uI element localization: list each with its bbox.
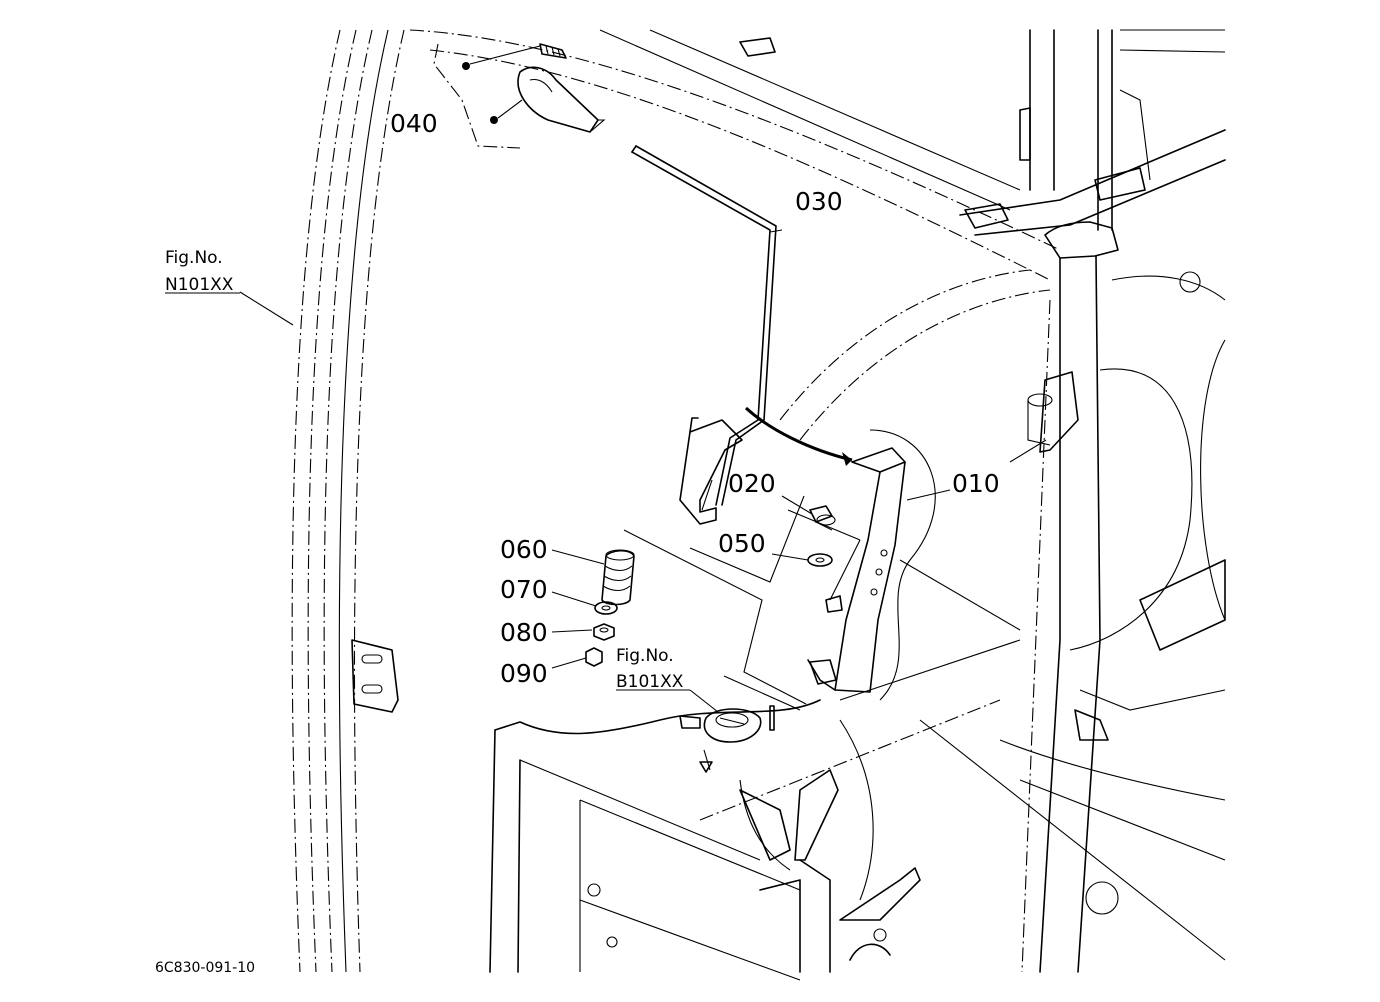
lever-030 bbox=[631, 145, 777, 525]
washer-050 bbox=[807, 553, 833, 567]
fig-ref-n101-line2: N101XX bbox=[165, 275, 234, 295]
labels: Fig.No. N101XX Fig.No. B101XX 040 030 02… bbox=[155, 109, 1000, 976]
part-label-050: 050 bbox=[718, 529, 766, 558]
part-label-070: 070 bbox=[500, 575, 548, 604]
bolt-020 bbox=[809, 505, 836, 531]
part-label-090: 090 bbox=[500, 659, 548, 688]
washer-070 bbox=[594, 601, 618, 615]
part-label-060: 060 bbox=[500, 535, 548, 564]
fig-ref-n101-line1: Fig.No. bbox=[165, 248, 223, 268]
part-label-020: 020 bbox=[728, 469, 776, 498]
part-label-010: 010 bbox=[952, 469, 1000, 498]
lower-console bbox=[489, 639, 1226, 981]
spring-060 bbox=[601, 549, 635, 606]
switch-b101 bbox=[679, 705, 775, 773]
nut-080 bbox=[593, 623, 615, 641]
part-label-030: 030 bbox=[795, 187, 843, 216]
part-label-080: 080 bbox=[500, 618, 548, 647]
cab-frame-top bbox=[409, 29, 1061, 281]
fig-ref-b101-line2: B101XX bbox=[616, 672, 684, 692]
fig-ref-b101-line1: Fig.No. bbox=[616, 646, 674, 666]
bracket-010 bbox=[807, 429, 1021, 701]
leader-lines bbox=[239, 229, 1047, 713]
cab-frame-left bbox=[291, 29, 405, 973]
drawing-code: 6C830-091-10 bbox=[155, 960, 255, 976]
cab-frame-right bbox=[779, 29, 1226, 973]
knob-040 bbox=[433, 43, 606, 149]
assembly-lines bbox=[623, 406, 861, 711]
part-label-040: 040 bbox=[390, 109, 438, 138]
nut-090 bbox=[585, 647, 603, 667]
